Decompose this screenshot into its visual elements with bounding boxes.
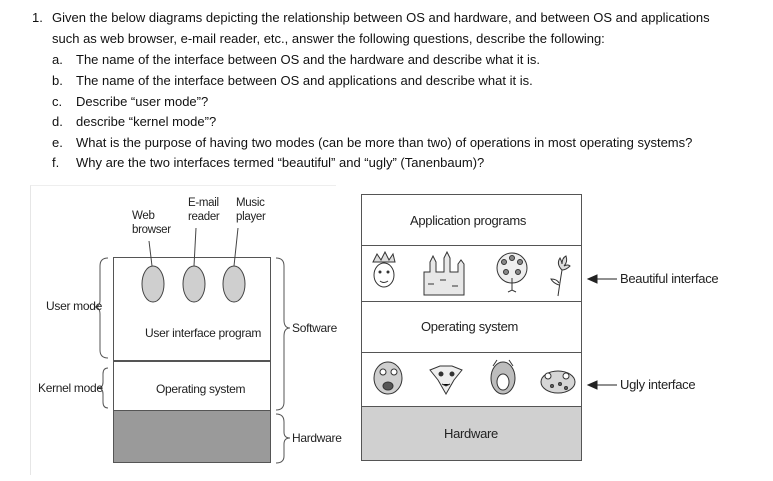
- castle-icon: [423, 250, 465, 296]
- left-hardware-label: Hardware: [292, 431, 342, 445]
- beautiful-interface-label: Beautiful interface: [620, 271, 719, 286]
- ugly-arrow-head: [586, 380, 598, 390]
- flower-icon: [550, 255, 571, 297]
- left-operating-system-label: Operating system: [156, 382, 246, 396]
- ugly-illustrations: [373, 359, 576, 396]
- user-interface-layer: [113, 310, 271, 361]
- peacock-icon: [496, 252, 528, 293]
- application-programs-label: Application programs: [410, 213, 527, 228]
- user-interface-program-label: User interface program: [145, 326, 262, 340]
- item-f-letter: f.: [52, 155, 60, 170]
- toad-icon: [540, 370, 576, 394]
- item-b-text: The name of the interface between OS and…: [76, 73, 533, 88]
- item-d-text: describe “kernel mode”?: [76, 114, 217, 129]
- item-d-letter: d.: [52, 114, 63, 129]
- music-player-leader: [233, 227, 239, 267]
- os-layer: [113, 361, 271, 411]
- item-c-letter: c.: [52, 94, 63, 109]
- goblin-face-icon: [429, 365, 463, 396]
- kernel-mode-brace: [97, 367, 109, 409]
- software-brace: [275, 257, 291, 411]
- item-f-text: Why are the two interfaces termed “beaut…: [76, 155, 485, 170]
- email-reader-circle: [182, 265, 206, 303]
- right-hardware-layer: [361, 406, 582, 461]
- user-mode-label: User mode: [46, 299, 102, 313]
- right-hardware-label: Hardware: [444, 426, 498, 441]
- web-browser-label: Web browser: [132, 210, 171, 236]
- question-intro-line-2: such as web browser, e-mail reader, etc.…: [52, 31, 605, 46]
- shouting-face-icon: [490, 359, 516, 395]
- question-number: 1.: [32, 10, 43, 25]
- web-browser-circle: [141, 265, 165, 303]
- item-b-letter: b.: [52, 73, 63, 88]
- scream-face-icon: [373, 361, 403, 395]
- crowned-face-icon: [372, 250, 396, 288]
- right-operating-system-label: Operating system: [421, 319, 519, 334]
- question-intro-line-1: Given the below diagrams depicting the r…: [52, 10, 710, 25]
- web-browser-leader: [148, 240, 153, 267]
- left-diagram-frame: [30, 185, 336, 475]
- hardware-brace: [275, 413, 291, 464]
- user-mode-brace: [93, 257, 109, 359]
- email-reader-label: E-mail reader: [188, 197, 220, 223]
- beautiful-illustrations: [372, 250, 571, 297]
- software-label: Software: [292, 321, 337, 335]
- item-e-letter: e.: [52, 135, 63, 150]
- email-reader-leader: [193, 227, 197, 267]
- ugly-interface-label: Ugly interface: [620, 377, 696, 392]
- beautiful-arrow-head: [586, 274, 598, 284]
- hardware-layer: [113, 411, 271, 463]
- music-player-label: Music player: [236, 197, 266, 223]
- item-e-text: What is the purpose of having two modes …: [76, 135, 693, 150]
- music-player-circle: [222, 265, 246, 303]
- item-c-text: Describe “user mode”?: [76, 94, 209, 109]
- kernel-mode-label: Kernel mode: [38, 381, 103, 395]
- application-programs-layer: [361, 194, 582, 246]
- item-a-letter: a.: [52, 52, 63, 67]
- item-a-text: The name of the interface between OS and…: [76, 52, 540, 67]
- right-os-layer: [361, 301, 582, 353]
